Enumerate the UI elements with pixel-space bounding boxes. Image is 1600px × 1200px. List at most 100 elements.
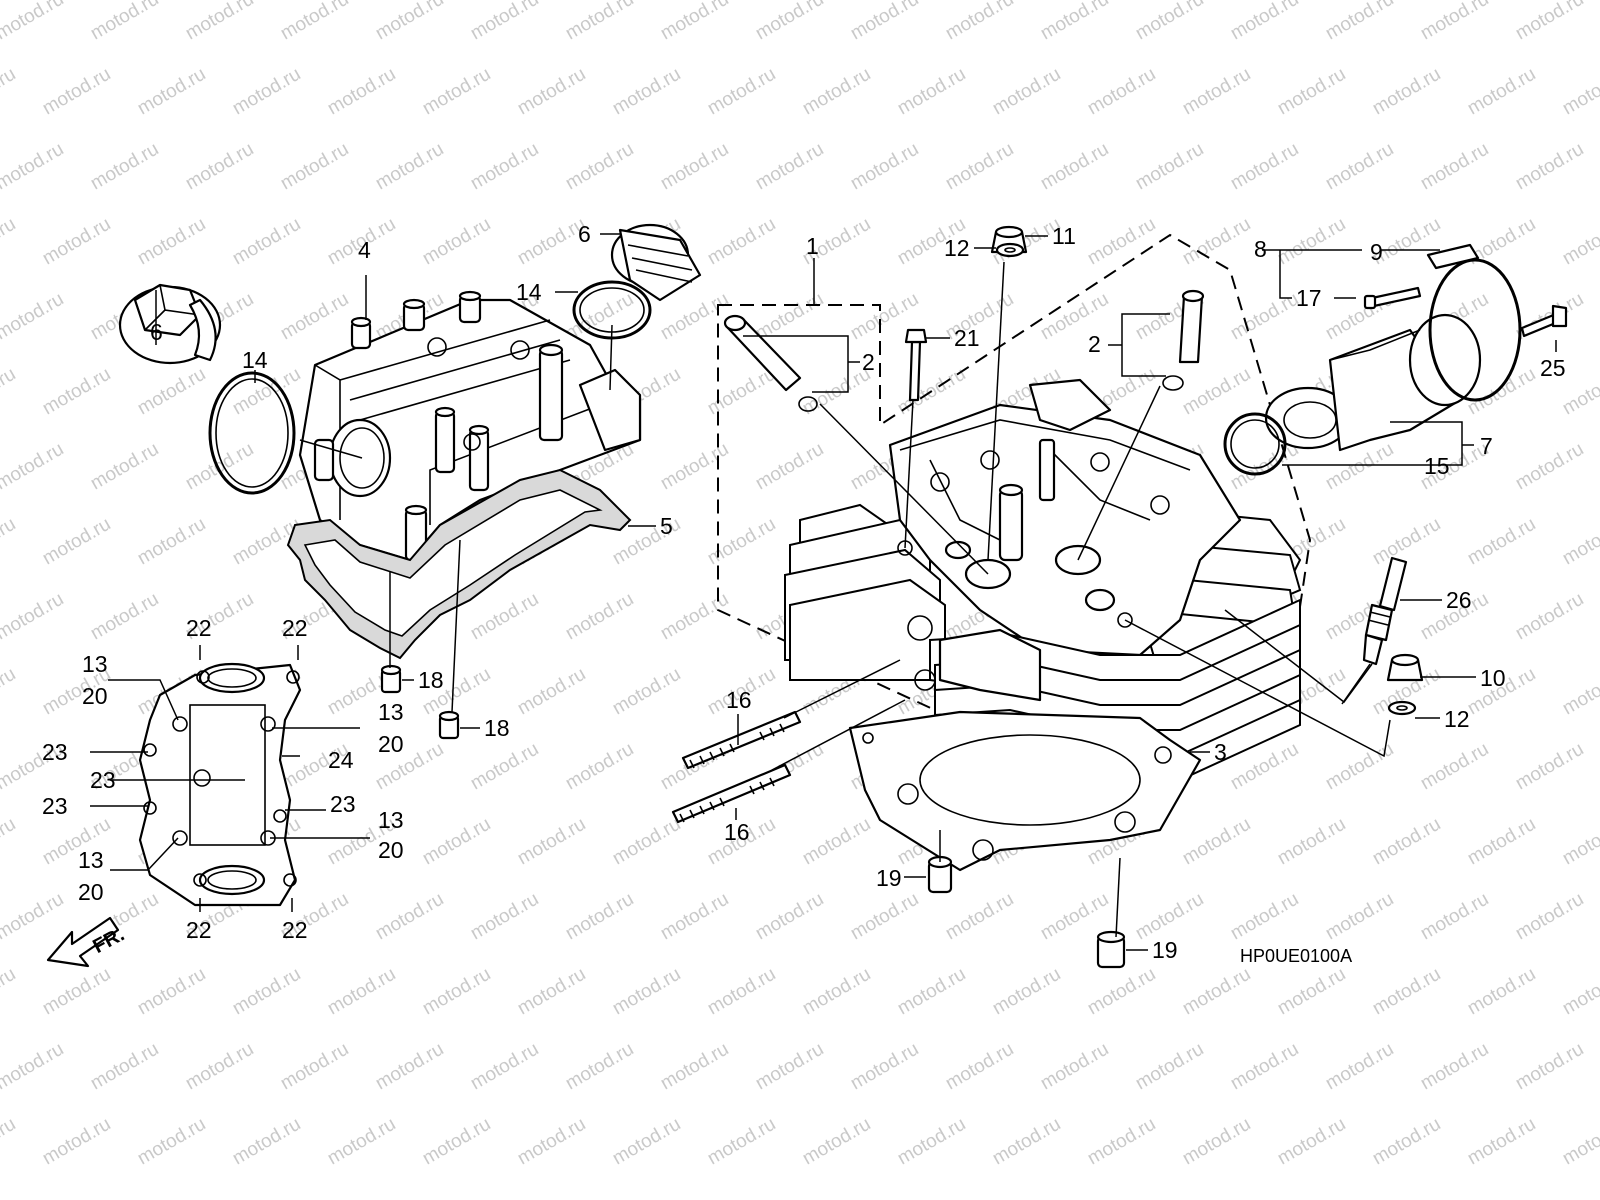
watermark-text: motod.ru: [0, 1114, 19, 1170]
watermark-text: motod.ru: [277, 289, 352, 345]
callout-10: 10: [1480, 665, 1506, 691]
watermark-text: motod.ru: [0, 514, 19, 570]
oil-filler-cap-left: [118, 283, 222, 365]
watermark-text: motod.ru: [704, 1114, 779, 1170]
watermark-text: motod.ru: [419, 64, 494, 120]
watermark-text: motod.ru: [1227, 889, 1302, 945]
watermark-text: motod.ru: [1274, 1114, 1349, 1170]
screw-25: [1520, 304, 1568, 338]
watermark-text: motod.ru: [229, 214, 304, 270]
watermark-text: motod.ru: [1559, 514, 1600, 570]
watermark-text: motod.ru: [1559, 64, 1600, 120]
watermark-text: motod.ru: [657, 139, 732, 195]
callout-21: 21: [954, 325, 980, 351]
watermark-text: motod.ru: [134, 214, 209, 270]
callout-20-c: 20: [378, 837, 404, 863]
watermark-text: motod.ru: [704, 214, 779, 270]
watermark-text: motod.ru: [39, 64, 114, 120]
watermark-text: motod.ru: [704, 514, 779, 570]
callout-14-top: 14: [516, 279, 542, 305]
watermark-text: motod.ru: [324, 64, 399, 120]
callout-23-a: 23: [42, 739, 68, 765]
watermark-text: motod.ru: [1512, 739, 1587, 795]
watermark-text: motod.ru: [1084, 64, 1159, 120]
watermark-text: motod.ru: [657, 1039, 732, 1095]
stud-bolt-lower: [671, 763, 792, 824]
watermark-text: motod.ru: [467, 139, 542, 195]
watermark-text: motod.ru: [0, 889, 67, 945]
watermark-text: motod.ru: [1179, 214, 1254, 270]
callout-11: 11: [1052, 223, 1076, 249]
watermark-text: motod.ru: [0, 64, 19, 120]
watermark-text: motod.ru: [1274, 214, 1349, 270]
watermark-text: motod.ru: [1227, 139, 1302, 195]
watermark-text: motod.ru: [657, 289, 732, 345]
hose-clamp: [1426, 243, 1522, 402]
callout-2-right: 2: [1088, 331, 1101, 357]
watermark-text: motod.ru: [657, 439, 732, 495]
watermark-text: motod.ru: [0, 589, 67, 645]
watermark-text: motod.ru: [1179, 1114, 1254, 1170]
watermark-text: motod.ru: [752, 439, 827, 495]
intake-o-ring: [1223, 412, 1287, 476]
watermark-text: motod.ru: [134, 964, 209, 1020]
callout-8: 8: [1254, 236, 1267, 262]
watermark-text: motod.ru: [419, 1114, 494, 1170]
watermark-text: motod.ru: [562, 739, 637, 795]
dowel-pin-18a: [380, 664, 402, 694]
part-callouts: 1 2 2 3 4 5 6 6 7 8 9 10 11 12 12 13 13 …: [42, 221, 1566, 963]
watermark-text: motod.ru: [87, 139, 162, 195]
watermark-text: motod.ru: [0, 964, 19, 1020]
o-ring-left: [208, 371, 296, 495]
watermark-text: motod.ru: [609, 1114, 684, 1170]
watermark-text: motod.ru: [704, 964, 779, 1020]
callout-23-c: 23: [42, 793, 68, 819]
callout-6-left: 6: [150, 319, 163, 345]
watermark-text: motod.ru: [799, 1114, 874, 1170]
watermark-text: motod.ru: [609, 64, 684, 120]
leader-lines: [90, 233, 1557, 951]
watermark-text: motod.ru: [467, 1039, 542, 1095]
watermark-text: motod.ru: [419, 964, 494, 1020]
watermark-text: motod.ru: [0, 0, 67, 44]
watermark-text: motod.ru: [0, 814, 19, 870]
callout-23-d: 23: [330, 791, 356, 817]
callout-3: 3: [1214, 739, 1227, 765]
watermark-text: motod.ru: [562, 139, 637, 195]
watermark-text: motod.ru: [39, 364, 114, 420]
callout-2-left: 2: [862, 349, 875, 375]
watermark-text: motod.ru: [0, 289, 67, 345]
callout-19-b: 19: [1152, 937, 1178, 963]
watermark-text: motod.ru: [1274, 964, 1349, 1020]
watermark-text: motod.ru: [942, 139, 1017, 195]
watermark-text: motod.ru: [847, 139, 922, 195]
washer-12-top: [995, 242, 1025, 258]
watermark-text: motod.ru: [1417, 139, 1492, 195]
watermark-text: motod.ru: [847, 0, 922, 44]
watermark-text: motod.ru: [1559, 214, 1600, 270]
watermark-text: motod.ru: [1179, 64, 1254, 120]
watermark-text: motod.ru: [134, 514, 209, 570]
callout-22-d: 22: [282, 917, 308, 943]
callout-13-b: 13: [378, 699, 404, 725]
watermark-text: motod.ru: [372, 139, 447, 195]
watermark-text: motod.ru: [1417, 1039, 1492, 1095]
watermark-text: motod.ru: [39, 214, 114, 270]
watermark-text: motod.ru: [87, 589, 162, 645]
dowel-pin-19a: [927, 855, 953, 894]
watermark-text: motod.ru: [942, 1039, 1017, 1095]
callout-12-top: 12: [944, 235, 970, 261]
watermark-text: motod.ru: [989, 964, 1064, 1020]
callout-20-b: 20: [378, 731, 404, 757]
cylinder-head: [784, 378, 1302, 791]
watermark-text: motod.ru: [1464, 814, 1539, 870]
watermark-text: motod.ru: [1322, 1039, 1397, 1095]
callout-5: 5: [660, 513, 673, 539]
watermark-text: motod.ru: [419, 214, 494, 270]
callout-17: 17: [1296, 285, 1322, 311]
watermark-text: motod.ru: [372, 889, 447, 945]
watermark-text: motod.ru: [39, 514, 114, 570]
callout-16-top: 16: [726, 687, 752, 713]
watermark-text: motod.ru: [752, 139, 827, 195]
